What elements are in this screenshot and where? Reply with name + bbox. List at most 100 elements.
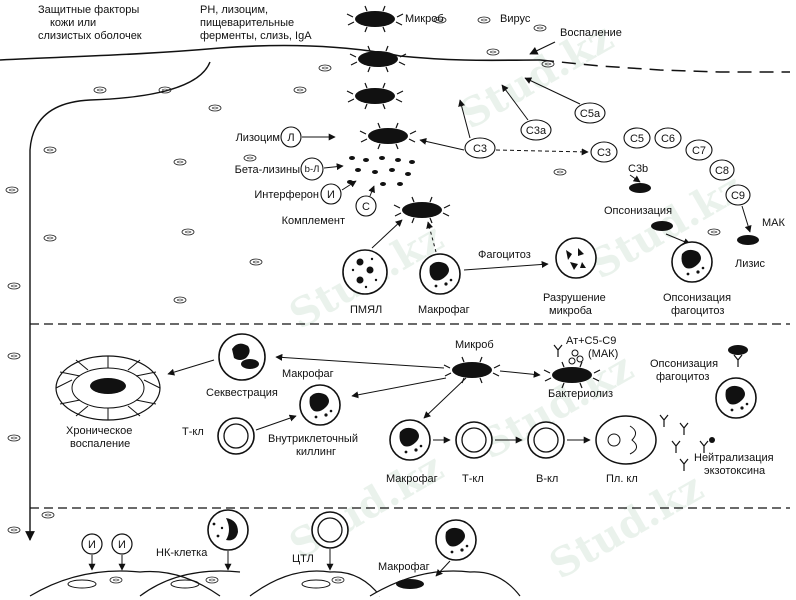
complement-label: Комплемент xyxy=(282,215,345,227)
antibody-icon xyxy=(659,414,669,428)
interferon-label: Интерферон xyxy=(254,189,319,201)
secretions-label: ферменты, слизь, IgA xyxy=(200,30,312,42)
c3a-ellipse xyxy=(520,119,552,141)
c5a-ellipse xyxy=(574,102,606,124)
tissue-cell-icon xyxy=(173,296,187,304)
macrophage-label: Макрофаг xyxy=(418,304,470,316)
tissue-cell-icon xyxy=(173,158,187,166)
t-cell-left-label: Т-кл xyxy=(182,426,204,438)
inflammation-label: Воспаление xyxy=(560,27,622,39)
c3b-label: С3b xyxy=(628,163,648,175)
interferon-bottom-circle xyxy=(111,533,133,555)
secretions-label: РН, лизоцим, xyxy=(200,4,268,16)
opson-phago2-label: фагоцитоз xyxy=(656,371,709,383)
tissue-cell-icon xyxy=(5,186,19,194)
sequestration-cell xyxy=(218,333,266,381)
interferon-bottom-symbol: И xyxy=(88,539,96,551)
macrophage-bottom-label: Макрофаг xyxy=(378,561,430,573)
barrier-label: слизистых оболочек xyxy=(38,30,142,42)
c3-chain-label: С3 xyxy=(597,147,611,159)
mac-label: МАК xyxy=(762,217,786,229)
tissue-cell-icon xyxy=(7,526,21,534)
mac-paren-label: (МАК) xyxy=(588,348,618,360)
interferon-circle xyxy=(320,183,342,205)
antibody-icon xyxy=(671,440,681,454)
opsonized-phagocyte xyxy=(715,345,757,419)
microbe-icon xyxy=(346,82,404,110)
barrier-label: Защитные факторы xyxy=(38,4,139,16)
opson-phago2-label: Опсонизация xyxy=(650,358,718,370)
macrophage-chain-label: Макрофаг xyxy=(386,473,438,485)
c7-label: С7 xyxy=(692,145,706,157)
macrophage-icon xyxy=(389,419,431,461)
epithelium-dashed xyxy=(539,59,790,73)
macrophage-mid-label: Макрофаг xyxy=(282,368,334,380)
macrophage-icon xyxy=(299,384,341,426)
tissue-cell-icon xyxy=(7,352,21,360)
microbe-mid-label: Микроб xyxy=(455,339,494,351)
microbe-icon xyxy=(359,122,417,150)
interferon-bottom-symbol: И xyxy=(118,539,126,551)
c5a-label: С5а xyxy=(580,108,601,120)
intracellular-label: Внутриклеточный xyxy=(268,433,358,445)
plasma-cell-icon xyxy=(595,415,657,465)
microbe-icon xyxy=(443,356,501,384)
neutralization-label: экзотоксина xyxy=(704,465,766,477)
lysed-microbe-icon xyxy=(737,235,759,245)
destruction-label: Разрушение xyxy=(543,292,606,304)
c3a-label: С3а xyxy=(526,125,547,137)
lysis-label: Лизис xyxy=(735,258,766,270)
tissue-cell-icon xyxy=(243,154,257,162)
opson-phago-label: Опсонизация xyxy=(663,292,731,304)
barrier-line xyxy=(25,61,211,541)
c7-ellipse xyxy=(685,139,713,161)
sequestration-label: Секвестрация xyxy=(206,387,278,399)
plasma-cell-label: Пл. кл xyxy=(606,473,638,485)
c8-label: С8 xyxy=(715,165,729,177)
b-cell-icon xyxy=(527,421,565,459)
destruction-label: микроба xyxy=(549,305,593,317)
chronic-label: Хроническое xyxy=(66,425,132,437)
c9-label: С9 xyxy=(731,190,745,202)
microbe-label: Микроб xyxy=(405,13,444,25)
c5-ellipse xyxy=(623,127,651,149)
b-cell-chain-label: В-кл xyxy=(536,473,558,485)
virus-label: Вирус xyxy=(500,13,531,25)
t-cell-chain-label: Т-кл xyxy=(462,473,484,485)
c3-label: С3 xyxy=(473,143,487,155)
microbe-fragments xyxy=(347,156,415,186)
pmnl-cell xyxy=(342,249,388,295)
t-cell-icon xyxy=(455,421,493,459)
c5-label: С5 xyxy=(630,133,644,145)
tissue-cell-icon xyxy=(43,234,57,242)
tissue-cell-icon xyxy=(318,64,332,72)
complement-circle xyxy=(355,195,377,217)
tissue-cell-icon xyxy=(205,576,219,584)
pmnl-label: ПМЯЛ xyxy=(350,304,382,316)
macrophage-icon xyxy=(671,241,713,283)
neutralization-label: Нейтрализация xyxy=(694,452,774,464)
interferon-symbol: И xyxy=(327,189,335,201)
ctl-label: ЦТЛ xyxy=(292,553,314,565)
lysozyme-circle xyxy=(280,126,302,148)
lysozyme-symbol: Л xyxy=(287,132,294,144)
t-cell-icon xyxy=(217,417,255,455)
intracellular-label: киллинг xyxy=(296,446,336,458)
macrophage-icon xyxy=(419,253,461,295)
c6-label: С6 xyxy=(661,133,675,145)
epithelium-surface xyxy=(0,44,541,62)
tissue-cell-icon xyxy=(553,168,567,176)
antibody-icon xyxy=(553,344,563,358)
tissue-cell-icon xyxy=(533,24,547,32)
opsonized-microbe-icon xyxy=(651,221,673,231)
bacteriolysis-label: Бактериолиз xyxy=(548,388,613,400)
destroyed-microbe-cell xyxy=(555,237,597,279)
tissue-cell-icon xyxy=(486,48,500,56)
ctl-icon xyxy=(311,511,349,549)
tissue-cell-icon xyxy=(181,228,195,236)
watermark-text: Stud.kz xyxy=(282,444,452,569)
tissue-cell-icon xyxy=(7,434,21,442)
epithelial-cell-row xyxy=(29,570,521,597)
inflammation-arrow xyxy=(529,41,556,55)
c3-chain-ellipse xyxy=(590,141,618,163)
